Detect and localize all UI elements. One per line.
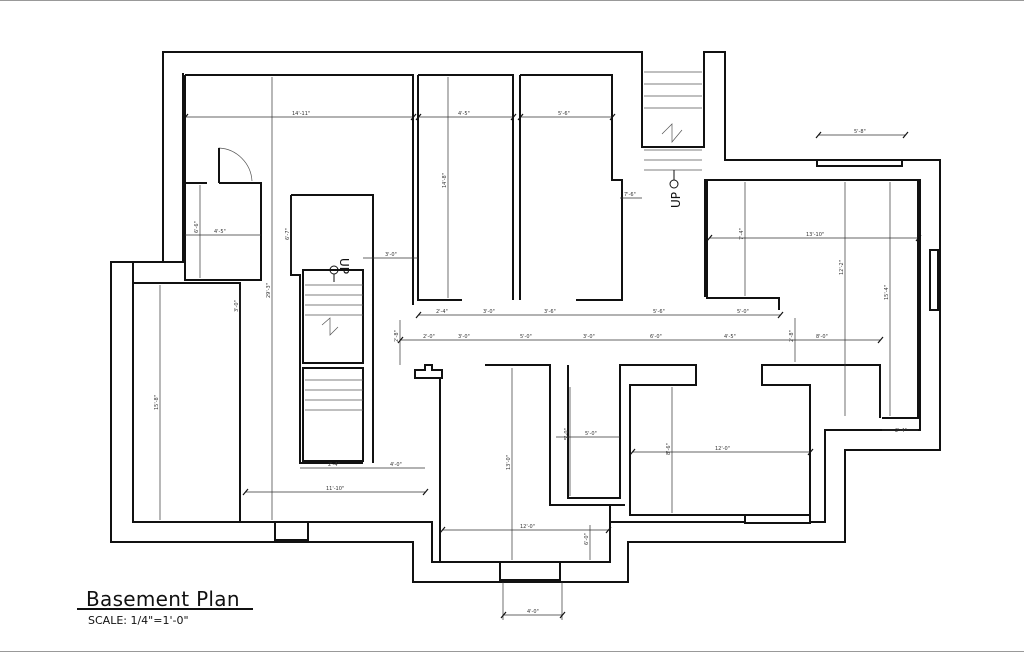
window-right-top [816, 159, 903, 167]
stair-treads-right [644, 71, 702, 171]
dim-label: 2'-4" [895, 428, 907, 434]
stair-label-right: UP [669, 192, 683, 208]
dim-label: 2'-0" [423, 334, 435, 340]
frame-bottom-line [0, 651, 1024, 652]
dim-label: 6'-0" [584, 533, 590, 545]
title-underline [77, 608, 253, 610]
dim-label: 13'-0" [506, 455, 512, 470]
up-arrow-center [329, 265, 339, 282]
dim-label: 29'-3" [266, 283, 272, 298]
frame-top-line [0, 0, 1024, 1]
door-swing [218, 147, 253, 183]
window-bottom-right [744, 514, 811, 524]
dim-label: 2'-8" [394, 330, 400, 342]
dim-label: 4'-0" [527, 609, 539, 615]
dim-label: 3'-6" [544, 309, 556, 315]
stair-label-center: UP [337, 258, 351, 274]
dimension-ticks [182, 113, 922, 619]
up-arrow-right [669, 170, 679, 189]
dim-label: 5'-0" [520, 334, 532, 340]
dim-label: 3'-0" [583, 334, 595, 340]
dimension-lines [159, 77, 918, 620]
room-right [706, 179, 919, 419]
drawing-scale: SCALE: 1/4"=1'-0" [88, 614, 189, 627]
dim-label: 5'-8" [854, 129, 866, 135]
dim-label: 6'-7" [285, 228, 291, 240]
dim-label: 14'-11" [292, 111, 310, 117]
dim-label: 3'-0" [458, 334, 470, 340]
dim-label: 3'-0" [385, 252, 397, 258]
dim-label: 8'-0" [816, 334, 828, 340]
dim-label: 12'-2" [839, 260, 845, 275]
dim-label: 5'-6" [653, 309, 665, 315]
window-right-side [929, 249, 939, 311]
room-left [132, 282, 241, 523]
column [414, 364, 443, 379]
dim-label: 5'-0" [737, 309, 749, 315]
dim-label: 15'-8" [154, 395, 160, 410]
dim-label: 4'-5" [458, 111, 470, 117]
stair-lower [302, 367, 364, 462]
dim-label: 3'-0" [483, 309, 495, 315]
room-middle-2 [519, 74, 623, 301]
dim-label: 4'-0" [390, 462, 402, 468]
window-bottom-left [274, 521, 309, 541]
dim-label: 11'-10" [326, 486, 344, 492]
dim-label: 3'-0" [234, 300, 240, 312]
dim-label: 5'-0" [564, 428, 570, 440]
room-middle-1 [417, 74, 514, 301]
dim-label: 12'-0" [520, 524, 535, 530]
dim-label: 8'-6" [666, 443, 672, 455]
drawing-title: Basement Plan [86, 587, 240, 611]
dimension-labels: 14'-11" 4'-5" 5'-6" 5'-8" 14'-8" 7'-6" 4… [154, 111, 907, 615]
dim-label: 14'-8" [442, 173, 448, 188]
dim-label: 6'-0" [650, 334, 662, 340]
window-bottom-center [499, 561, 561, 581]
dim-label: 2'-4" [328, 462, 340, 468]
dim-label: 7'-4" [739, 228, 745, 240]
dim-label: 2'-4" [436, 309, 448, 315]
dim-label: 7'-6" [624, 192, 636, 198]
dim-label: 15'-4" [884, 285, 890, 300]
dim-label: 12'-0" [715, 446, 730, 452]
room-small-center [567, 364, 881, 516]
dim-label: 2'-8" [789, 330, 795, 342]
stair-upper [302, 269, 364, 364]
dim-label: 6'-6" [194, 221, 200, 233]
dim-label: 5'-0" [585, 431, 597, 437]
stair-treads-center [305, 284, 363, 411]
dim-label: 5'-6" [558, 111, 570, 117]
dim-label: 13'-10" [806, 232, 824, 238]
dim-label: 4'-5" [214, 229, 226, 235]
dim-label: 4'-5" [724, 334, 736, 340]
